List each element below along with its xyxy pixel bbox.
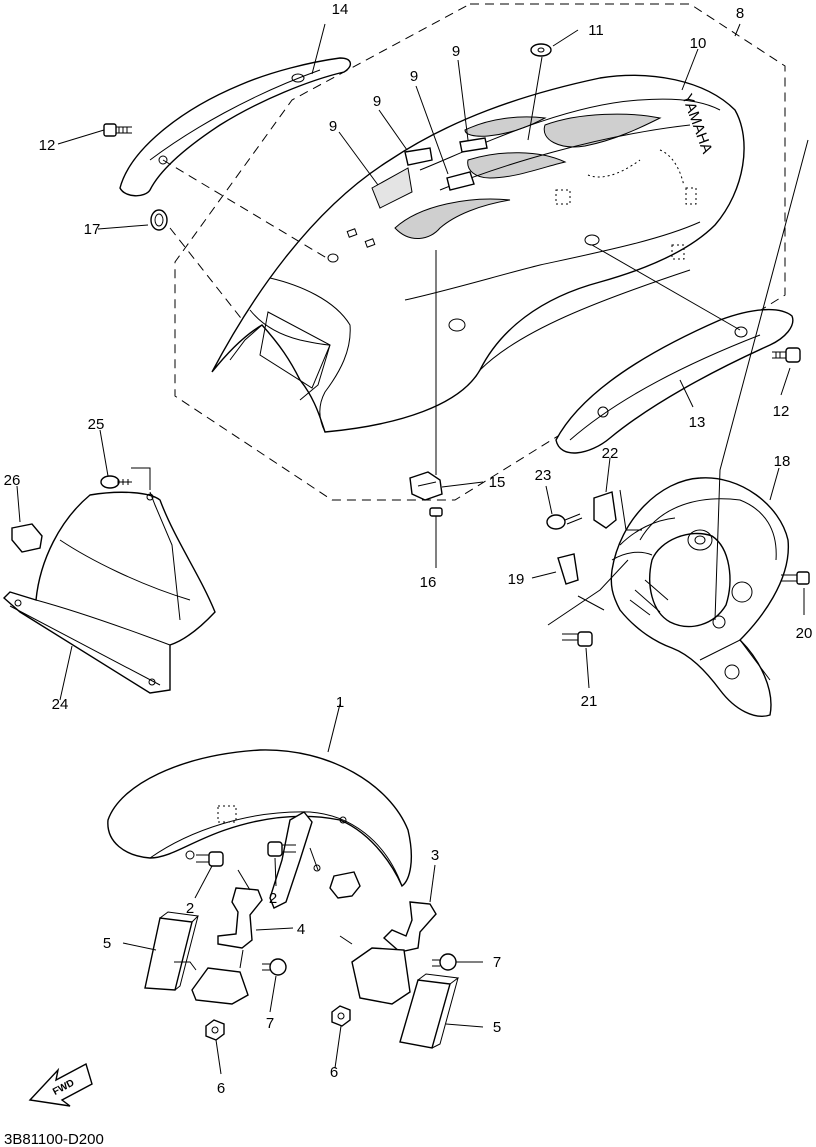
taillight-assembly: [610, 477, 789, 717]
bolt-2-left: [196, 851, 224, 867]
callout-10: 10: [690, 35, 707, 52]
callout-8: 8: [736, 5, 744, 22]
callout-9-d: 9: [329, 118, 337, 135]
bolt-16: [429, 507, 443, 530]
callout-20: 20: [796, 625, 813, 642]
callout-5-left: 5: [103, 935, 111, 952]
callout-26: 26: [4, 472, 21, 489]
callout-9-a: 9: [452, 43, 460, 60]
bolt-23: [546, 513, 583, 530]
bolt-20: [781, 571, 810, 585]
front-fender: [107, 749, 412, 888]
callout-14: 14: [332, 1, 349, 18]
clamp-26: [11, 523, 43, 553]
callout-9-c: 9: [373, 93, 381, 110]
screw-25: [100, 475, 132, 489]
emblem-patch: [446, 171, 475, 191]
callout-15: 15: [489, 474, 506, 491]
callout-7-left: 7: [266, 1015, 274, 1032]
emblem-patch: [404, 147, 433, 166]
fender-bracket: [269, 811, 361, 909]
callout-7-right: 7: [493, 954, 501, 971]
callout-22: 22: [602, 445, 619, 462]
emblem-patch: [371, 167, 413, 209]
leader-lines-taillight: [531, 139, 809, 689]
nut-6-left: [205, 1019, 225, 1041]
washer-11: [530, 43, 552, 57]
callout-12-right: 12: [773, 403, 790, 420]
callout-labels: 14 8 11 10 9 9 9 9 12 17 12 13 25 22 18 …: [4, 1, 813, 1097]
callout-6-left: 6: [217, 1080, 225, 1097]
fender-stay-left: [217, 887, 263, 969]
callout-3: 3: [431, 847, 439, 864]
diagram-code: 3B81100-D200: [4, 1131, 104, 1147]
bolt-7-left: [262, 958, 287, 976]
leader-lines-upper: [57, 23, 791, 568]
callout-21: 21: [581, 693, 598, 710]
fender-stay-right: [382, 901, 437, 953]
bolt-7-right: [432, 953, 457, 971]
cord-clamp-22: [593, 491, 617, 529]
callout-25: 25: [88, 416, 105, 433]
reflector-left: [144, 911, 200, 991]
rear-fender: YAMAHA: [211, 74, 745, 433]
grab-rail-left: [119, 57, 351, 197]
reflector-plate-left: [191, 967, 249, 1005]
reflector-plate-right: [351, 947, 411, 1005]
license-plate-bracket: [2, 491, 216, 694]
bolt-12-right: [772, 347, 801, 363]
leader-lines-plate: [16, 429, 151, 701]
grommet-17: [150, 209, 168, 231]
clip-15: [409, 471, 443, 501]
grab-rail-right: [555, 308, 794, 454]
bracket-19: [557, 553, 579, 585]
callout-13: 13: [689, 414, 706, 431]
callout-6-right: 6: [330, 1064, 338, 1081]
callout-19: 19: [508, 571, 525, 588]
callout-17: 17: [84, 221, 101, 238]
callout-12-left: 12: [39, 137, 56, 154]
callout-16: 16: [420, 574, 437, 591]
callout-23: 23: [535, 467, 552, 484]
callout-2-right: 2: [269, 890, 277, 907]
callout-2-left: 2: [186, 900, 194, 917]
callout-1: 1: [336, 694, 344, 711]
rear-fender-dashed-boundary: [174, 3, 786, 501]
bolt-21: [562, 631, 593, 647]
callout-11: 11: [588, 22, 604, 39]
emblem-patch: [459, 137, 488, 153]
callout-4: 4: [297, 921, 305, 938]
callout-24: 24: [52, 696, 69, 713]
bolt-12-left: [103, 123, 132, 137]
reflector-right: [399, 973, 460, 1049]
callout-9-b: 9: [410, 68, 418, 85]
leader-lines-front: [122, 703, 484, 1075]
callout-5-right: 5: [493, 1019, 501, 1036]
bolt-2-right: [267, 841, 296, 857]
callout-18: 18: [774, 453, 791, 470]
fwd-arrow-icon: FWD: [28, 1062, 93, 1107]
nut-6-right: [331, 1005, 351, 1027]
